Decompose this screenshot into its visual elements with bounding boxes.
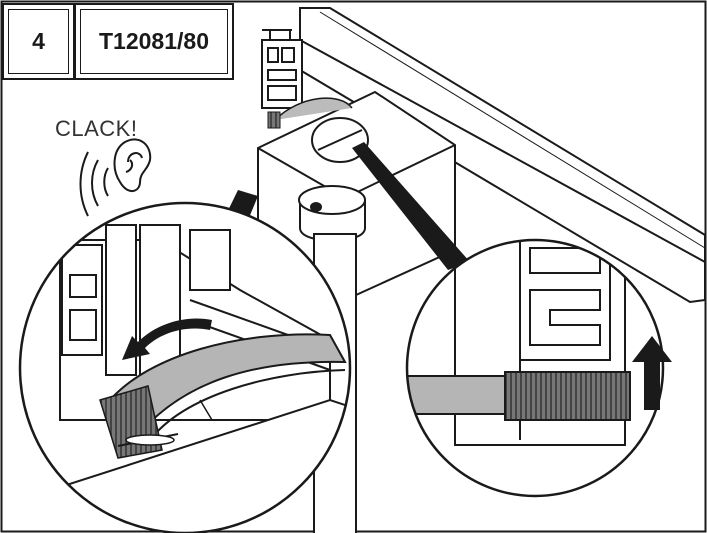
knurled-knob-right xyxy=(504,371,631,421)
curved-arrow-icon xyxy=(122,318,212,360)
zoom-detail-left xyxy=(20,203,350,533)
sound-waves-icon xyxy=(79,151,109,217)
dimmer-ring-band xyxy=(108,333,347,447)
ear-icon xyxy=(113,138,152,192)
magnifier-circle-right xyxy=(405,238,665,498)
part-code: T12081/80 xyxy=(99,28,209,54)
zoom-detail-right xyxy=(407,240,663,496)
dimmer-ring-band-right xyxy=(407,375,511,415)
arrow-up-icon xyxy=(632,336,672,410)
part-code-box: T12081/80 xyxy=(74,3,234,80)
callout-wedge-right xyxy=(352,142,470,270)
step-number-box: 4 xyxy=(2,3,75,80)
magnifier-circle-left xyxy=(18,201,352,533)
rail-connector-clip xyxy=(261,29,303,109)
sound-annotation: CLACK! xyxy=(55,116,138,141)
step-number: 4 xyxy=(32,28,45,54)
